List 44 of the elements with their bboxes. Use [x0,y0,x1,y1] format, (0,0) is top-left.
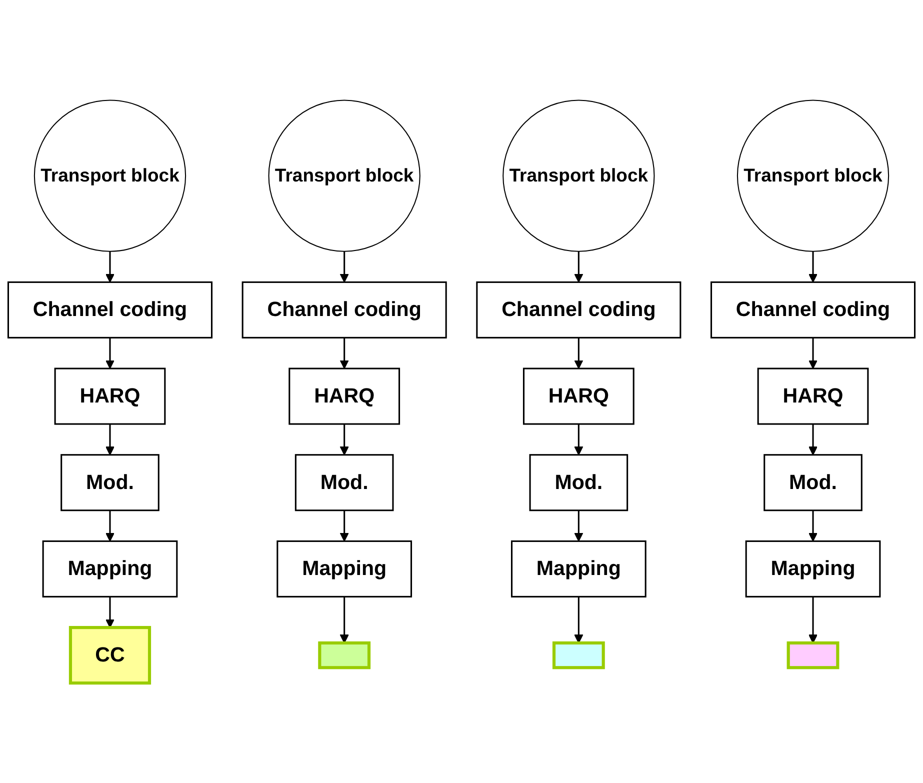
node-box: HARQ [757,368,869,425]
node-box: Channel coding [242,281,447,338]
node-box: Mapping [42,540,178,598]
arrow [105,251,114,282]
node-box: Mod. [60,454,160,511]
node-circle: Transport block [34,100,186,252]
node-circle: Transport block [502,100,655,252]
arrow [340,596,349,644]
arrow [808,251,818,282]
arrow [808,424,818,456]
arrow [574,424,584,456]
node-box: Channel coding [476,281,682,338]
arrow [574,338,584,369]
arrow [105,338,114,369]
node-circle: Transport block [268,100,420,252]
arrow [340,338,349,369]
arrow [340,424,349,456]
node-box: HARQ [288,368,400,425]
node-circle: Transport block [736,100,890,252]
arrow [105,596,114,628]
arrow [105,424,114,456]
arrow [340,251,349,282]
node-box: Mapping [276,540,412,598]
arrow [340,510,349,542]
arrow [105,510,114,542]
arrow [808,596,818,644]
node-box: Mod. [529,454,628,511]
arrow [808,510,818,542]
node-box: HARQ [54,368,166,425]
node-box: Channel coding [7,281,213,338]
node-box: Mod. [294,454,394,511]
arrow [574,510,584,542]
node-box: HARQ [522,368,634,425]
node-box [552,641,605,670]
node-box: Mapping [745,540,881,598]
arrow [574,596,584,644]
node-box [318,641,371,670]
node-box [786,641,840,670]
arrow [808,338,818,369]
node-box: CC [68,626,152,684]
node-box: Channel coding [710,281,916,338]
node-box: Mod. [764,454,862,511]
node-box: Mapping [510,540,646,598]
arrow [574,251,584,282]
